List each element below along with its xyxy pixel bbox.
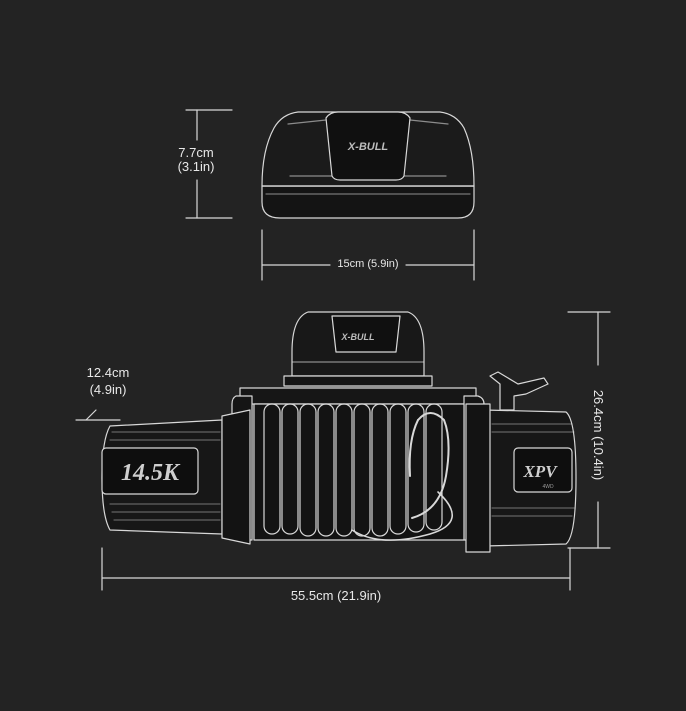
model-badge: 14.5K [121,460,181,486]
brand-logo-top: X-BULL [347,141,389,153]
control-box-drawing [261,111,475,219]
drum-depth-dimension [75,409,121,421]
control-box-width-dimension [261,229,475,281]
series-badge: XPV [522,462,558,481]
total-length-label: 55.5cm (21.9in) [290,588,382,603]
total-height-label: 26.4cm (10.4in) [591,389,606,481]
control-box-width-label: 15cm (5.9in) [337,258,399,270]
winch-motor [101,409,251,545]
control-box-height-cm-label: 7.7cm [178,145,214,160]
winch-gearbox [465,371,577,553]
total-length-dimension [101,547,571,591]
winch-drum-rope [253,403,465,541]
drum-depth-in-label: (4.9in) [89,382,127,397]
winch-control-box [283,311,433,387]
total-height-dimension [567,311,611,549]
control-box-height-in-label: (3.1in) [177,159,215,174]
brand-logo-winch: X-BULL [341,332,375,342]
drum-depth-cm-label: 12.4cm [86,365,130,380]
series-sub-badge: 4WD [542,484,554,490]
control-box-height-dimension [185,109,233,219]
